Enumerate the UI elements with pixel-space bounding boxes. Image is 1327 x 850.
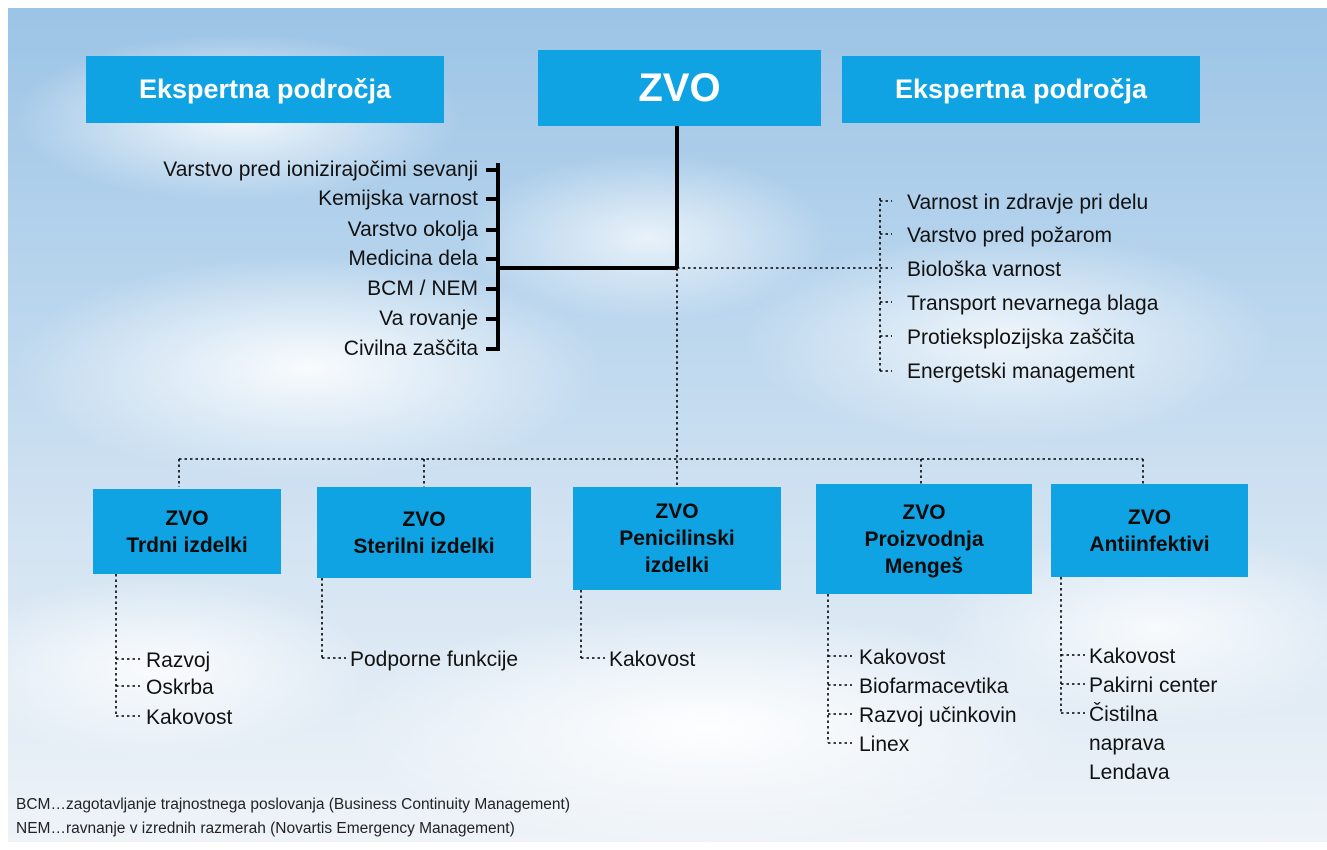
unit-item: Kakovost xyxy=(859,646,946,669)
left-area-item: Medicina dela xyxy=(348,247,478,270)
unit-item: Oskrba xyxy=(146,676,214,699)
unit-title-line: ZVO xyxy=(655,500,699,523)
right-area-item: Protieksplozijska zaščita xyxy=(907,326,1135,349)
unit-title-line: Antiinfektivi xyxy=(1089,532,1210,556)
unit-title-line: ZVO xyxy=(165,506,209,530)
unit-title-line: Trdni izdelki xyxy=(126,533,248,557)
footnote-bcm: BCM…zagotavljanje trajnostnega poslovanj… xyxy=(16,796,570,813)
unit-item: naprava xyxy=(1089,732,1165,755)
unit-box-antiinfektivi: ZVO Antiinfektivi xyxy=(1051,484,1248,577)
unit-item: Pakirni center xyxy=(1089,674,1218,697)
left-area-item: Civilna zaščita xyxy=(343,337,478,360)
zvo-main-box: ZVO xyxy=(538,50,821,126)
left-area-item: Varstvo okolja xyxy=(347,218,478,241)
unit-item: Kakovost xyxy=(146,706,233,729)
unit-title-line: Penicilinski xyxy=(619,527,735,550)
unit-item: Linex xyxy=(859,733,910,756)
connector-lines xyxy=(115,125,1144,744)
unit-item: Biofarmacevtika xyxy=(859,675,1009,698)
right-area-item: Transport nevarnega blaga xyxy=(907,292,1159,315)
unit-box-trdni-izdelki: ZVO Trdni izdelki xyxy=(93,489,281,574)
right-area-item: Varstvo pred požarom xyxy=(907,224,1113,247)
unit-title-line: Proizvodnja xyxy=(864,527,984,551)
dotted-connectors xyxy=(115,198,1144,744)
unit-item: Čistilna xyxy=(1089,703,1158,726)
unit-box-penicilinski-izdelki: ZVO Penicilinski izdelki xyxy=(573,487,781,590)
footnote-nem: NEM…ravnanje v izrednih razmerah (Novart… xyxy=(16,820,515,837)
unit-title-line: ZVO xyxy=(1127,505,1172,529)
unit-item: Razvoj xyxy=(146,649,211,672)
expert-areas-right-header: Ekspertna področja xyxy=(842,56,1200,123)
right-area-item: Biološka varnost xyxy=(907,258,1062,281)
expert-areas-left-header: Ekspertna področja xyxy=(86,56,444,123)
unit-title-line: ZVO xyxy=(902,500,946,524)
expert-areas-left-title: Ekspertna področja xyxy=(138,74,392,104)
unit-item: Razvoj učinkovin xyxy=(859,704,1017,727)
unit-title-line: Mengeš xyxy=(884,554,964,578)
left-area-item: Kemijska varnost xyxy=(318,187,478,210)
unit-box-proizvodnja-menges: ZVO Proizvodnja Mengeš xyxy=(816,484,1032,594)
right-area-item: Varnost in zdravje pri delu xyxy=(907,191,1149,214)
right-area-item: Energetski management xyxy=(907,360,1135,383)
unit-title-line: Sterilni izdelki xyxy=(353,534,495,558)
unit-box-sterilni-izdelki: ZVO Sterilni izdelki xyxy=(317,487,531,578)
unit-item: Lendava xyxy=(1089,761,1170,784)
solid-connectors xyxy=(486,125,679,351)
unit-item: Kakovost xyxy=(1089,645,1176,668)
org-chart: Ekspertna področja ZVO Ekspertna področj… xyxy=(8,8,1327,842)
unit-title-line: izdelki xyxy=(644,554,710,577)
zvo-main-title: ZVO xyxy=(638,65,721,110)
left-area-item: Varstvo pred ionizirajočimi sevanji xyxy=(163,158,478,181)
unit-item: Podporne funkcije xyxy=(350,648,519,671)
left-area-item: BCM / NEM xyxy=(367,277,478,300)
unit-item: Kakovost xyxy=(609,648,696,671)
unit-title-line: ZVO xyxy=(402,507,446,531)
left-area-item: Va rovanje xyxy=(379,307,478,330)
expert-areas-right-title: Ekspertna področja xyxy=(894,74,1148,104)
